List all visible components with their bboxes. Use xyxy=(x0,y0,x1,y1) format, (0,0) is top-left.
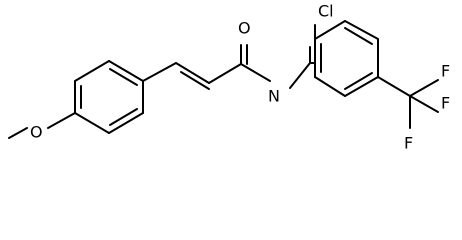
carbonyl-oxygen-label: O xyxy=(238,19,251,38)
bond xyxy=(108,112,144,134)
double-bond-line xyxy=(344,72,373,90)
double-bond-line xyxy=(109,108,138,126)
double-bond-line xyxy=(344,27,373,45)
chemical-structure-diagram: O O N H Cl xyxy=(8,2,450,153)
trifluoromethyl-group: F F F xyxy=(377,62,450,153)
methoxyphenyl-ring xyxy=(74,60,144,134)
bond xyxy=(344,76,379,97)
bond xyxy=(74,60,110,82)
bond xyxy=(208,63,242,84)
vinyl-linker xyxy=(142,62,210,90)
chlorine-label: Cl xyxy=(318,2,334,21)
bond xyxy=(8,127,28,139)
bond xyxy=(74,112,110,134)
bond xyxy=(314,20,346,40)
fluorine-label-3: F xyxy=(404,134,413,153)
bond xyxy=(47,112,76,129)
methoxy-oxygen-label: O xyxy=(30,123,43,142)
amide-nh: N H xyxy=(268,62,311,106)
double-bond-line xyxy=(109,68,138,86)
bond xyxy=(409,79,439,97)
bond xyxy=(289,62,311,89)
bond xyxy=(108,60,144,82)
methoxy-group: O xyxy=(8,112,76,142)
bond xyxy=(344,20,379,40)
chloro-substituent: Cl xyxy=(314,2,334,40)
bond xyxy=(175,62,210,84)
chloro-trifluoromethylphenyl-ring xyxy=(309,20,379,97)
double-bond-line xyxy=(180,71,210,90)
fluorine-label-1: F xyxy=(441,62,450,81)
amide-nitrogen-label: N xyxy=(268,87,280,106)
bond xyxy=(314,76,346,97)
amide-carbonyl: O xyxy=(208,19,271,84)
bond xyxy=(377,76,411,97)
bond xyxy=(409,95,439,113)
bond xyxy=(240,63,271,82)
bond xyxy=(142,62,177,82)
fluorine-label-2: F xyxy=(441,94,450,113)
